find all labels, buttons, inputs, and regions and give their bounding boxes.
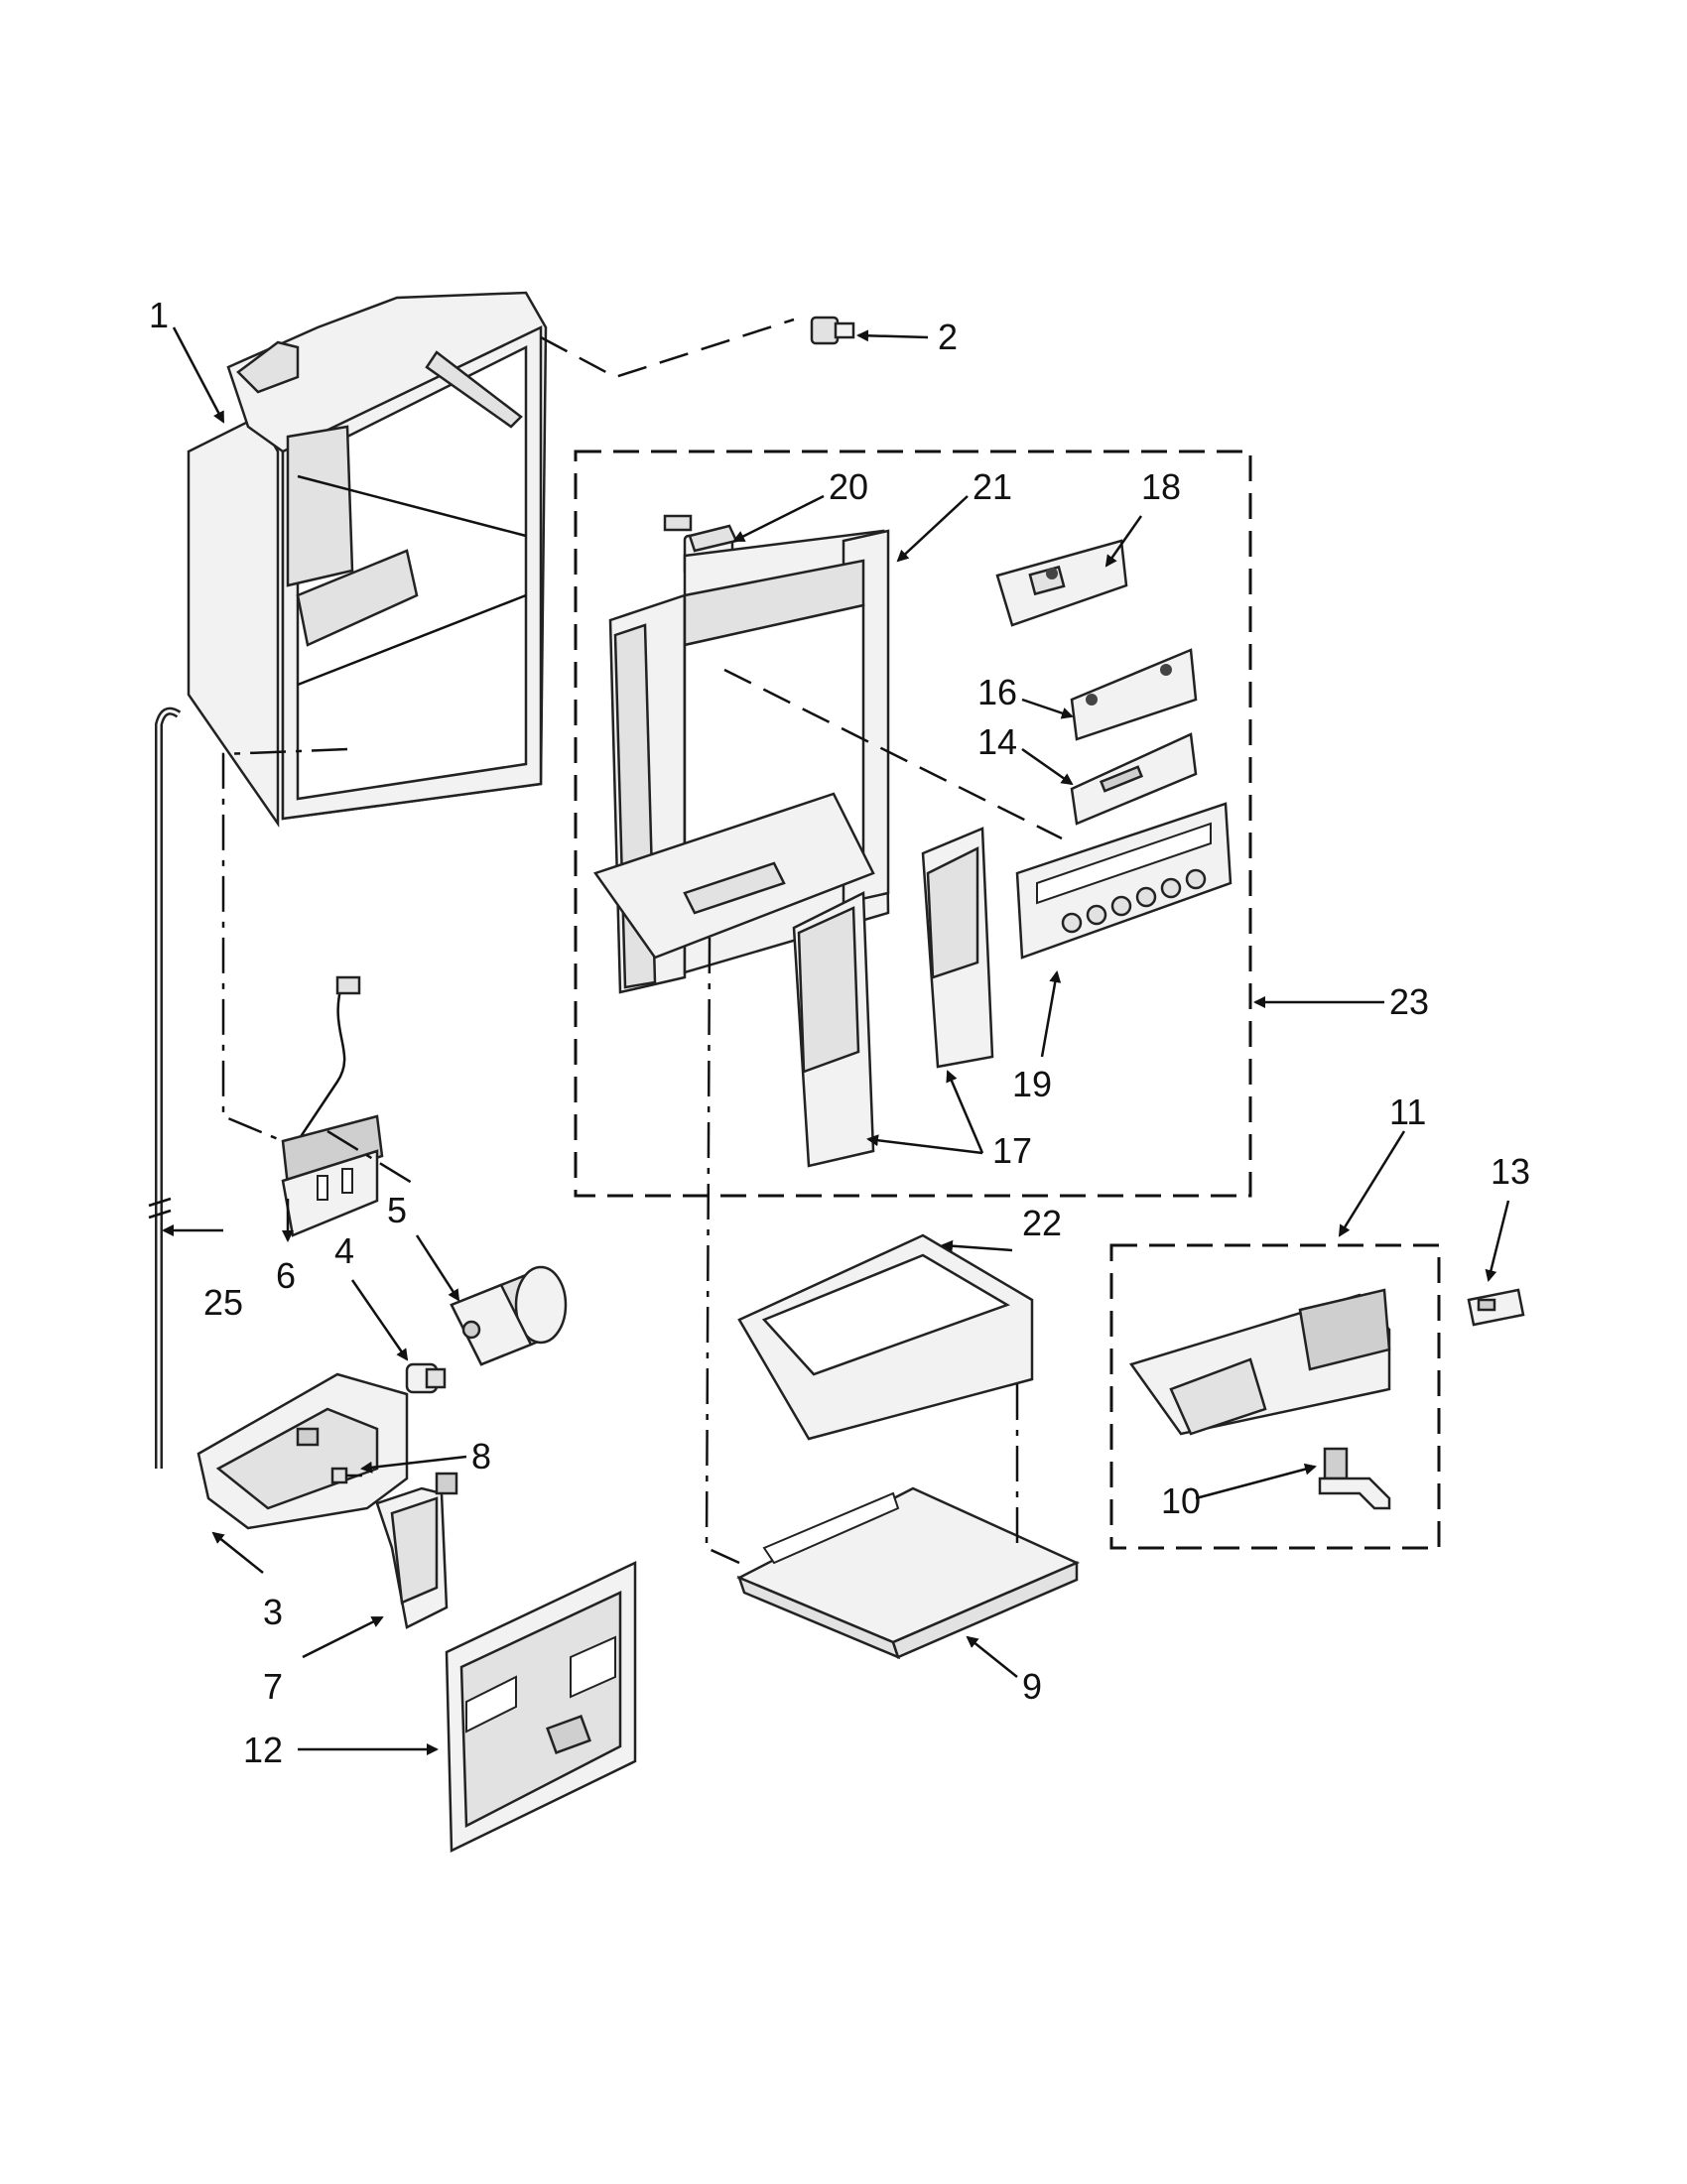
callout-5: 5 xyxy=(387,1190,407,1230)
callout-14: 14 xyxy=(977,721,1017,762)
callout-4: 4 xyxy=(334,1230,354,1271)
part-18-board xyxy=(995,539,1128,627)
callout-20: 20 xyxy=(829,466,868,507)
part-12-door xyxy=(445,1561,637,1853)
part-10-fitting xyxy=(1318,1447,1391,1510)
connector-lines xyxy=(221,318,1063,1565)
part-13-clip xyxy=(1467,1288,1525,1327)
part-4-actuator xyxy=(405,1362,447,1394)
callout-18: 18 xyxy=(1141,466,1181,507)
part-25-tube xyxy=(148,707,182,1469)
part-17-trim-right xyxy=(921,827,994,1069)
callout-13: 13 xyxy=(1491,1151,1530,1192)
callout-12: 12 xyxy=(243,1730,283,1770)
part-22-tray xyxy=(737,1233,1034,1441)
part-7-lever xyxy=(375,1472,458,1629)
part-6-motor xyxy=(281,975,384,1237)
callout-23: 23 xyxy=(1389,981,1429,1022)
callout-7: 7 xyxy=(263,1666,283,1707)
callout-17: 17 xyxy=(992,1130,1032,1171)
kit-box-11 xyxy=(1109,1243,1441,1550)
part-16-board xyxy=(1070,648,1198,741)
part-5-auger-motor xyxy=(450,1265,568,1366)
part-2-screw xyxy=(810,316,855,345)
part-14-board xyxy=(1070,732,1198,826)
part-11-valve-assembly xyxy=(1128,1288,1391,1436)
callout-11: 11 xyxy=(1389,1092,1426,1132)
kit-box-23 xyxy=(574,450,1252,1198)
callout-3: 3 xyxy=(263,1592,283,1632)
part-19-panel xyxy=(1015,802,1233,960)
callout-1: 1 xyxy=(149,295,169,335)
callout-16: 16 xyxy=(977,672,1017,712)
callout-6: 6 xyxy=(276,1255,296,1296)
part-9-base xyxy=(736,1486,1081,1660)
callout-21: 21 xyxy=(973,466,1012,507)
part-3-bracket xyxy=(196,1372,409,1530)
callout-8: 8 xyxy=(471,1436,491,1477)
callouts: 1 2 20 21 18 16 14 23 19 17 11 13 5 6 4 … xyxy=(149,295,1530,1770)
callout-19: 19 xyxy=(1012,1064,1052,1104)
part-1-housing xyxy=(187,291,548,829)
part-21-frame xyxy=(593,529,890,994)
part-17-trim-left xyxy=(792,891,875,1168)
callout-2: 2 xyxy=(938,317,958,357)
leader-arrows xyxy=(162,326,1510,1755)
callout-10: 10 xyxy=(1161,1480,1201,1521)
callout-22: 22 xyxy=(1022,1203,1062,1243)
callout-25: 25 xyxy=(203,1282,243,1323)
part-8-screw xyxy=(330,1467,362,1484)
callout-9: 9 xyxy=(1022,1666,1042,1707)
